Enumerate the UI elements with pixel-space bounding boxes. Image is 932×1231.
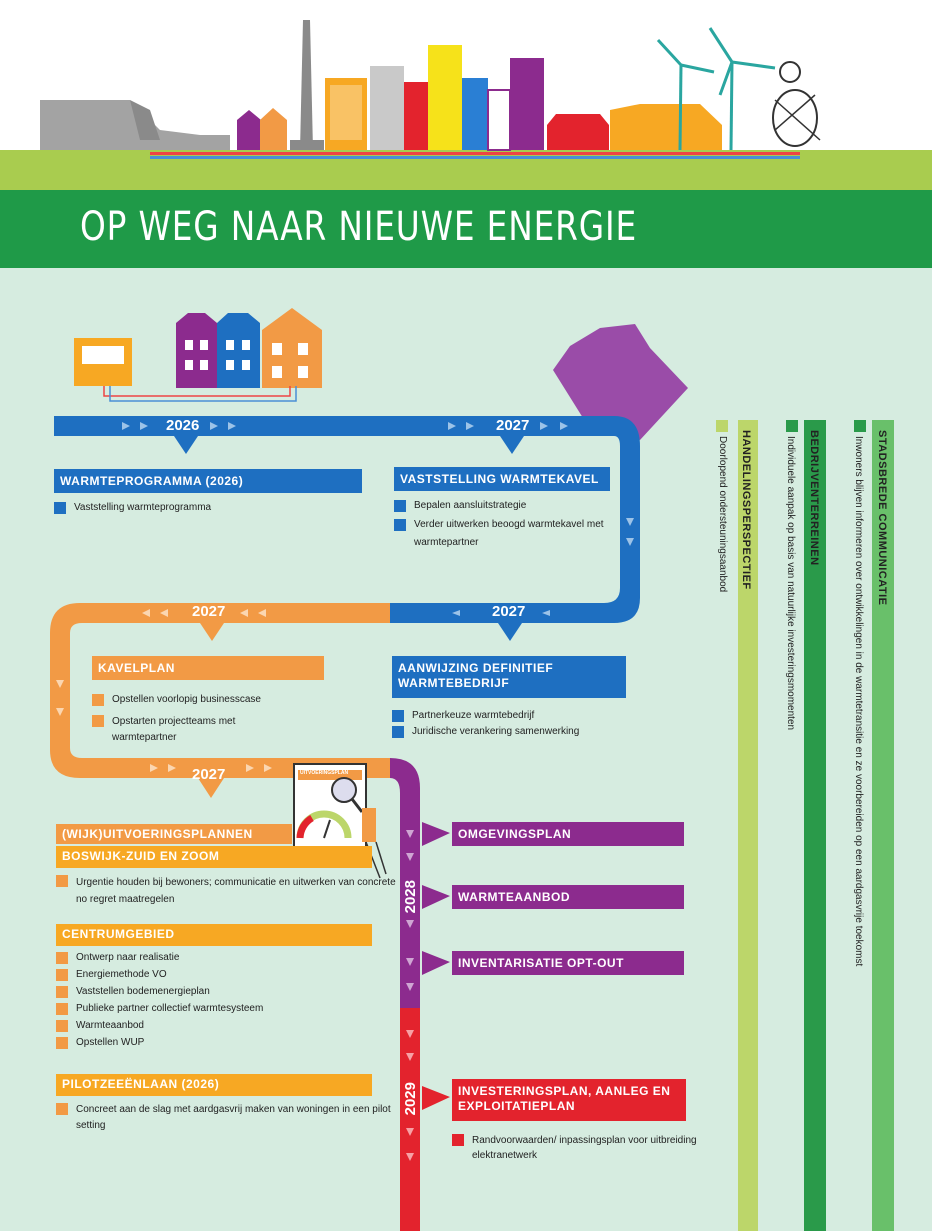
roadmap-path xyxy=(50,308,894,1231)
year-2028-label: 2028 xyxy=(402,880,419,914)
centrumgebied-header: CENTRUMGEBIED xyxy=(56,924,372,946)
magnifier-icon xyxy=(331,777,357,803)
year-2027-label-top: 2027 xyxy=(496,417,530,434)
list-item: Publieke partner collectief warmtesystee… xyxy=(56,1002,263,1016)
list-item: Opstarten projectteams met warmtepartner xyxy=(92,714,292,746)
stadsbrede-communicatie-bar xyxy=(872,420,894,1231)
list-item: Vaststelling warmteprogramma xyxy=(54,501,211,515)
list-item: Concreet aan de slag met aardgasvrij mak… xyxy=(56,1102,396,1134)
list-item: Warmteaanbod xyxy=(56,1019,144,1033)
list-item: Juridische verankering samenwerking xyxy=(392,725,579,739)
column-text-bedrijventerreinen: Individuele aanpak op basis van natuurli… xyxy=(785,436,796,731)
year-2026-label: 2026 xyxy=(166,417,200,434)
boswijk-header: BOSWIJK-ZUID EN ZOOM xyxy=(56,846,372,868)
column-title-handelingsperspectief: HANDELINGSPERSPECTIEF xyxy=(740,430,752,590)
pilot-header: PILOTZEEËNLAAN (2026) xyxy=(56,1074,372,1096)
list-item: Randvoorwaarden/ inpassingsplan voor uit… xyxy=(452,1133,712,1163)
skyline-illustration xyxy=(0,0,932,190)
list-item: Bepalen aansluitstrategie xyxy=(394,499,664,513)
omgevingsplan-box: OMGEVINGSPLAN xyxy=(452,822,684,846)
column-text-handelingsperspectief: Doorlopend ondersteuningsaanbod xyxy=(717,436,728,593)
list-item: Opstellen voorlopig businesscase xyxy=(92,693,261,707)
year-2027-label-orange: 2027 xyxy=(192,603,226,620)
year-2027-label-blue: 2027 xyxy=(492,603,526,620)
uitvoeringsplannen-header: (WIJK)UITVOERINGSPLANNEN xyxy=(56,824,292,844)
document-title: UITVOERINGSPLAN xyxy=(300,770,349,776)
kavelplan-header: KAVELPLAN xyxy=(92,656,324,680)
column-title-stadsbrede-communicatie: STADSBREDE COMMUNICATIE xyxy=(876,430,888,606)
list-item: Ontwerp naar realisatie xyxy=(56,951,179,965)
year-2029-label: 2029 xyxy=(402,1082,419,1116)
warmtebedrijf-header: AANWIJZING DEFINITIEF WARMTEBEDRIJF xyxy=(392,656,626,698)
investeringsplan-header: INVESTERINGSPLAN, AANLEG EN EXPLOITATIEP… xyxy=(452,1079,686,1121)
warmtekavel-header: VASTSTELLING WARMTEKAVEL xyxy=(394,467,610,491)
warmteprogramma-header: WARMTEPROGRAMMA (2026) xyxy=(54,469,362,493)
purple-block-icon xyxy=(553,324,688,440)
house-orange-icon xyxy=(262,308,322,388)
list-item: Opstellen WUP xyxy=(56,1036,144,1050)
inventarisatie-opt-out-box: INVENTARISATIE OPT-OUT xyxy=(452,951,684,975)
city-skyline-graphic xyxy=(0,20,932,190)
list-item: Energiemethode VO xyxy=(56,968,167,982)
list-item: Partnerkeuze warmtebedrijf xyxy=(392,709,534,723)
house-blue-icon xyxy=(217,313,260,388)
list-item: Urgentie houden bij bewoners; communicat… xyxy=(56,874,396,908)
handelingsperspectief-bar xyxy=(738,420,758,1231)
list-item: Vaststellen bodemenergieplan xyxy=(56,985,210,999)
column-text-stadsbrede-communicatie: Inwoners blijven informeren over ontwikk… xyxy=(853,436,864,967)
title-banner: OP WEG NAAR NIEUWE ENERGIE xyxy=(0,190,932,268)
house-purple-icon xyxy=(176,313,217,388)
column-title-bedrijventerreinen: BEDRIJVENTERREINEN xyxy=(808,430,820,566)
year-2027-label-bottom: 2027 xyxy=(192,766,226,783)
warmteaanbod-box: WARMTEAANBOD xyxy=(452,885,684,909)
page-title: OP WEG NAAR NIEUWE ENERGIE xyxy=(80,204,637,250)
list-item: Verder uitwerken beoogd warmtekavel met … xyxy=(394,516,644,552)
bedrijventerreinen-bar xyxy=(804,420,826,1231)
